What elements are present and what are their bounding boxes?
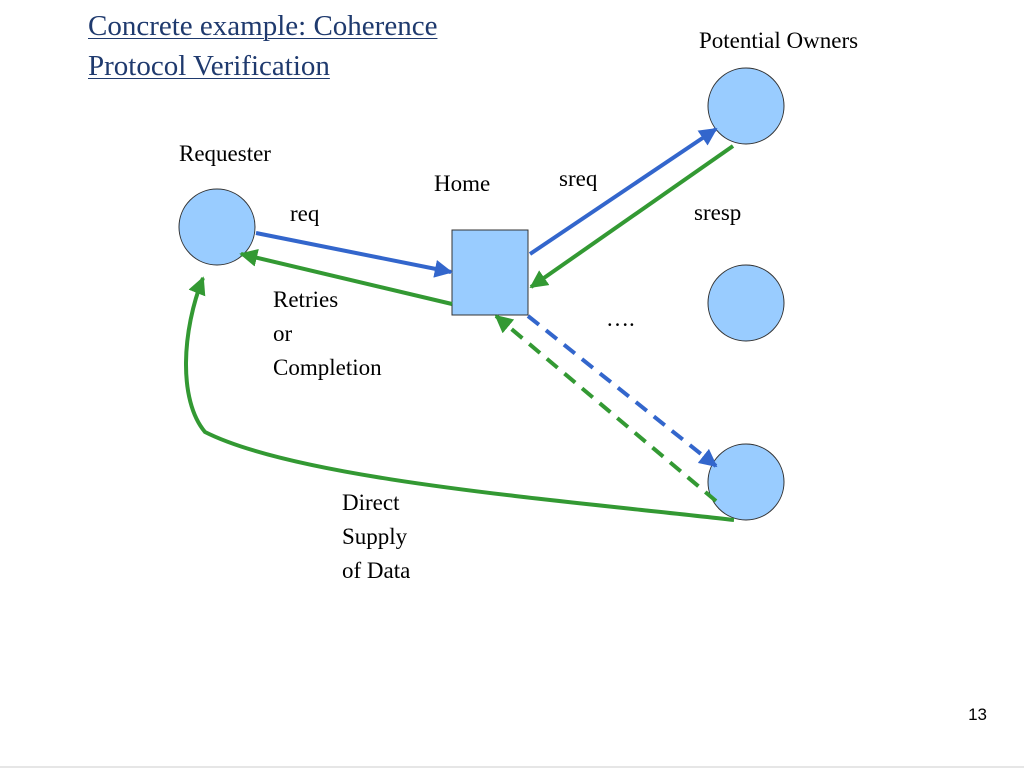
page-number: 13 bbox=[968, 705, 987, 724]
direct-line-1: Direct bbox=[342, 490, 400, 515]
home-label: Home bbox=[434, 171, 491, 196]
direct-line-2: Supply bbox=[342, 524, 408, 549]
ellipsis-label: …. bbox=[606, 306, 635, 331]
retries-line-2: or bbox=[273, 321, 293, 346]
req-label: req bbox=[290, 201, 320, 226]
potential-owner-node-1 bbox=[707, 67, 785, 145]
retries-completion-label: Retries or Completion bbox=[273, 283, 382, 385]
req-arrow bbox=[255, 231, 453, 278]
retries-completion-arrow bbox=[239, 248, 453, 306]
potential-owners-label: Potential Owners bbox=[699, 28, 859, 53]
home-node bbox=[451, 229, 529, 316]
dashed-sresp-arrow bbox=[494, 314, 718, 503]
sreq-label: sreq bbox=[559, 166, 598, 191]
direct-supply-label: Direct Supply of Data bbox=[342, 486, 410, 588]
sreq-arrow bbox=[528, 127, 718, 256]
requester-node bbox=[178, 188, 256, 266]
retries-line-1: Retries bbox=[273, 287, 339, 312]
potential-owner-node-2 bbox=[707, 264, 785, 342]
slide-title: Concrete example: Coherence Protocol Ver… bbox=[88, 6, 437, 86]
bottom-rule bbox=[0, 766, 1024, 768]
retries-line-3: Completion bbox=[273, 355, 382, 380]
sresp-label: sresp bbox=[694, 200, 742, 225]
direct-supply-arrow bbox=[184, 276, 735, 522]
direct-line-3: of Data bbox=[342, 558, 411, 583]
potential-owner-node-3 bbox=[707, 443, 785, 521]
sresp-arrow bbox=[529, 144, 735, 289]
requester-label: Requester bbox=[179, 141, 271, 166]
slide-title-line-2: Protocol Verification bbox=[88, 50, 330, 82]
dashed-sreq-arrow bbox=[526, 314, 718, 468]
slide-title-line-1: Concrete example: Coherence bbox=[88, 10, 438, 42]
